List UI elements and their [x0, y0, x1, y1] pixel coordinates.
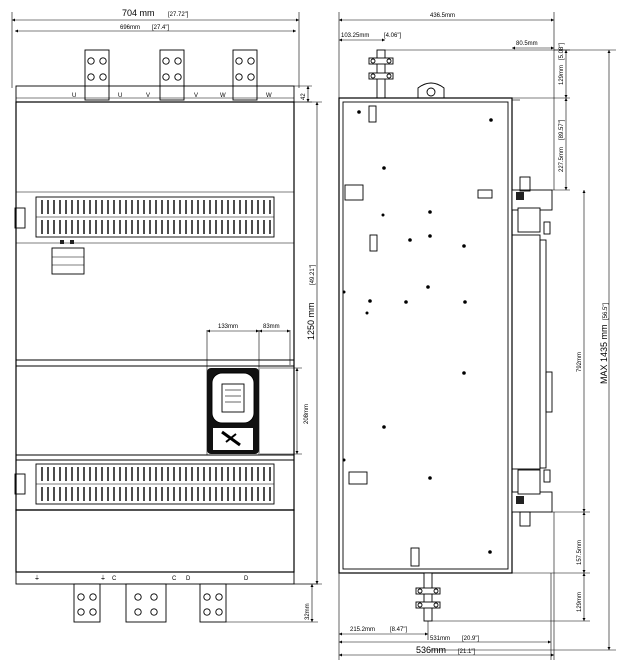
bottom-stud: [415, 572, 441, 622]
lower-vent-grille: [35, 463, 275, 505]
top-busbars: [84, 49, 258, 101]
terminal-c-label: C: [112, 576, 117, 582]
upper-vent-grille: [35, 196, 275, 238]
svg-text:V: V: [194, 93, 198, 99]
bottom-busbars: [73, 583, 227, 623]
base-depth-dim-2: 536mm: [416, 645, 446, 655]
bottom-busbar-depth-dim: 215.2mm: [350, 627, 375, 633]
svg-text:U: U: [118, 93, 122, 99]
side-view: 436.5mm 103.25mm [4.06"] 80.5mm 129mm [5…: [338, 12, 616, 660]
svg-text:[20.9"]: [20.9"]: [462, 636, 479, 642]
mounting-rail: [511, 176, 553, 527]
front-view: 704 mm [27.72"] 696mm [27.4"] U V W U V …: [11, 8, 322, 623]
keypad-panel: [207, 368, 259, 454]
keypad-height-dim: 208mm: [304, 404, 310, 424]
keypad-offset-dim-1: 133mm: [218, 324, 238, 330]
terminal-d-label: D: [186, 576, 191, 582]
body-height-dim: 1250 mm: [306, 302, 316, 340]
svg-text:⏚: ⏚: [100, 575, 106, 582]
svg-text:[56.5"]: [56.5"]: [603, 303, 609, 320]
max-height-dim: MAX 1435 mm: [599, 324, 609, 384]
svg-text:D: D: [244, 576, 249, 582]
top-busbar-depth-dim: 103.25mm: [341, 33, 369, 39]
lower-bracket-dim: 157.5mm: [577, 540, 583, 565]
rear-offset-dim: 80.5mm: [516, 41, 538, 47]
top-terminal-height-dim: 129mm: [559, 65, 565, 85]
svg-text:[4.06"]: [4.06"]: [384, 33, 401, 39]
upper-bracket-dim: 227.5mm: [559, 147, 565, 172]
top-stud: [368, 49, 394, 99]
svg-text:[8.47"]: [8.47"]: [390, 627, 407, 633]
svg-text:[27.72"]: [27.72"]: [168, 12, 189, 18]
bottom-terminal-height-dim: 129mm: [577, 592, 583, 612]
top-offset-dim: 42: [301, 93, 307, 100]
svg-text:[89.57"]: [89.57"]: [559, 119, 565, 140]
terminal-w-label: W: [220, 93, 226, 99]
terminal-u-label: U: [72, 93, 76, 99]
terminal-v-label: V: [146, 93, 150, 99]
svg-text:C: C: [172, 576, 177, 582]
svg-text:[5.08"]: [5.08"]: [559, 43, 565, 60]
svg-text:[49.21"]: [49.21"]: [310, 264, 316, 285]
bracket-span-dim: 792mm: [577, 352, 583, 372]
base-depth-dim-1: 531mm: [430, 636, 450, 642]
svg-text:⏚: ⏚: [34, 575, 40, 582]
svg-text:W: W: [266, 93, 272, 99]
overall-depth-dim: 436.5mm: [430, 13, 455, 19]
svg-text:[21.1"]: [21.1"]: [458, 649, 475, 655]
mount-width-dim: 696mm: [120, 25, 140, 31]
keypad-offset-dim-2: 83mm: [263, 324, 280, 330]
svg-text:[27.4"]: [27.4"]: [152, 25, 169, 31]
overall-width-dim: 704 mm: [122, 8, 155, 18]
bottom-offset-dim: 32mm: [305, 603, 311, 620]
